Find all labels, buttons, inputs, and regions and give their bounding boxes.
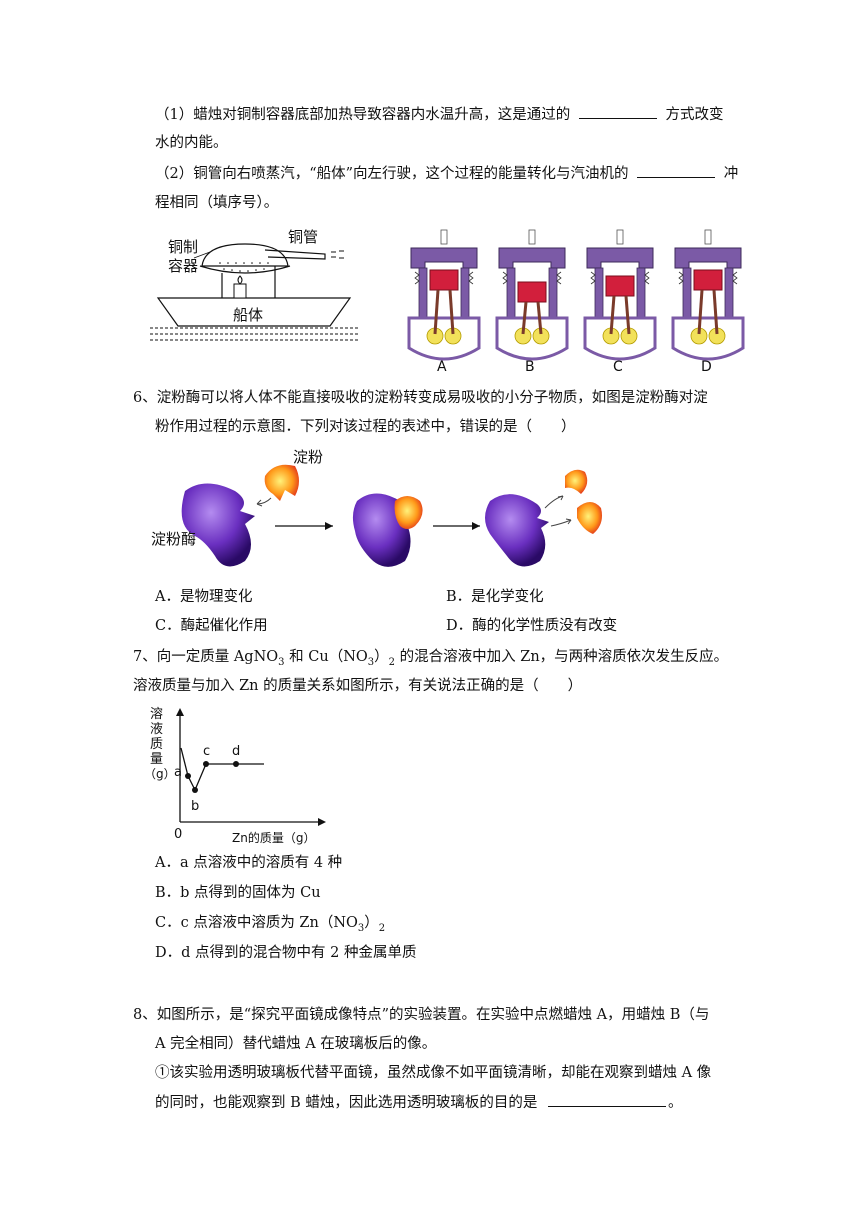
- q7-text-4: 的混合溶液中加入 Zn，与两种溶质依次发生反应。: [395, 649, 729, 665]
- q7-xlabel: Zn的质量（g）: [232, 830, 315, 845]
- engine-c-label: C: [613, 359, 623, 373]
- q7-text-3: ）: [374, 649, 389, 665]
- q7-optc-text-2: ）: [364, 915, 379, 931]
- label-container-1: 铜制: [168, 238, 198, 256]
- engine-d: D: [671, 228, 745, 373]
- q7-curve: [180, 747, 264, 792]
- q8-stem-line2: A 完全相同）替代蜡烛 A 在玻璃板后的像。: [155, 1036, 437, 1052]
- q7-optc-text-1: C．c 点溶液中溶质为 Zn（NO: [155, 915, 358, 931]
- q7-label-d: d: [232, 744, 240, 759]
- q7-origin: 0: [174, 827, 182, 842]
- label-container-2: 容器: [168, 257, 198, 275]
- q7-sub-2: 3: [367, 656, 375, 668]
- q7-text-1: 7、向一定质量 AgNO: [133, 649, 279, 665]
- enzyme-figure: 淀粉 淀粉酶: [151, 448, 602, 567]
- q7-optc-sub-2: 2: [378, 922, 386, 934]
- starch-shape-1: [264, 464, 299, 501]
- product-shape-1: [565, 469, 588, 494]
- q5-blank-1[interactable]: [578, 104, 657, 119]
- q5-part1-text: （1）蜡烛对铜制容器底部加热导致容器内水温升高，这是通过的: [155, 107, 571, 123]
- engine-b: B: [495, 228, 569, 373]
- q8-sub1-period: 。: [667, 1095, 683, 1111]
- q7-label-a: a: [174, 765, 182, 780]
- steam-boat-figure: 铜制 容器 铜管 船体: [150, 228, 360, 341]
- engine-d-label: D: [701, 359, 712, 373]
- candle-shape: [233, 283, 247, 299]
- q5-part1-suffix: 方式改变: [665, 107, 724, 123]
- engine-a: A: [407, 228, 481, 373]
- q7-sub-3: 2: [388, 656, 396, 668]
- q7-option-d[interactable]: D．d 点得到的混合物中有 2 种金属单质: [155, 945, 417, 961]
- q6-stem-line1: 6、淀粉酶可以将人体不能直接吸收的淀粉转变成易吸收的小分子物质，如图是淀粉酶对淀: [133, 390, 708, 406]
- q5-part2-suffix: 冲: [723, 166, 739, 182]
- label-hull: 船体: [233, 306, 263, 324]
- q6-option-d[interactable]: D．酶的化学性质没有改变: [446, 618, 618, 634]
- q7-option-b[interactable]: B．b 点得到的固体为 Cu: [155, 885, 321, 901]
- q7-sub-1: 3: [278, 656, 285, 668]
- q5-part2-text: （2）铜管向右喷蒸汽，“船体”向左行驶，这个过程的能量转化与汽油机的: [155, 166, 629, 182]
- q5-blank-2[interactable]: [637, 163, 716, 178]
- q7-graph: a b c d 溶 液 质 量 （g） 0 Zn的质量（g）: [144, 707, 326, 845]
- enzyme-shape-3: [485, 494, 549, 567]
- copper-container: [201, 243, 289, 267]
- q7-ylabel-2: 液: [150, 722, 163, 737]
- q7-point-b: [192, 787, 198, 793]
- q7-text-2: 和 Cu（NO: [284, 649, 368, 665]
- label-pipe: 铜管: [288, 228, 318, 246]
- water-lines: [150, 327, 360, 341]
- engine-a-label: A: [437, 359, 447, 373]
- q7-stem-line1: 7、向一定质量 AgNO3 和 Cu（NO3）2 的混合溶液中加入 Zn，与两种…: [133, 647, 728, 673]
- q5-part2-line2: 程相同（填序号）。: [155, 195, 279, 211]
- q7-option-c[interactable]: C．c 点溶液中溶质为 Zn（NO3）2: [155, 913, 385, 939]
- steam-marks: [331, 250, 344, 259]
- q7-ylabel-4: 量: [150, 752, 163, 767]
- q7-point-c: [203, 761, 209, 767]
- q7-label-c: c: [203, 744, 210, 759]
- q5-part1-line2: 水的内能。: [155, 135, 228, 151]
- q7-stem-line2: 溶液质量与加入 Zn 的质量关系如图所示，有关说法正确的是（ ）: [133, 678, 583, 694]
- label-starch: 淀粉: [293, 448, 323, 466]
- q7-ylabel-3: 质: [150, 737, 163, 752]
- q7-point-a: [185, 773, 191, 779]
- engine-b-label: B: [525, 359, 535, 373]
- label-enzyme: 淀粉酶: [151, 530, 196, 548]
- q6-option-a[interactable]: A．是物理变化: [155, 589, 253, 605]
- starch-shape-2: [394, 496, 423, 529]
- product-shape-2: [577, 502, 602, 534]
- engine-d-piston: [693, 269, 723, 291]
- copper-pipe: [264, 249, 326, 260]
- engine-b-piston: [517, 281, 547, 303]
- q8-sub1-text: 的同时，也能观察到 B 蜡烛，因此选用透明玻璃板的目的是: [155, 1095, 538, 1111]
- q7-yunit: （g）: [144, 767, 176, 781]
- q8-sub1-line2: 的同时，也能观察到 B 蜡烛，因此选用透明玻璃板的目的是 。: [155, 1092, 682, 1113]
- q8-blank-1[interactable]: [547, 1092, 666, 1107]
- boat-hull: [156, 297, 352, 327]
- q5-part2-line1: （2）铜管向右喷蒸汽，“船体”向左行驶，这个过程的能量转化与汽油机的 冲: [155, 163, 738, 184]
- q5-part1-line1: （1）蜡烛对铜制容器底部加热导致容器内水温升高，这是通过的 方式改变: [155, 104, 723, 125]
- engine-c-piston: [605, 275, 635, 297]
- q7-ylabel-1: 溶: [150, 707, 163, 722]
- q6-option-b[interactable]: B．是化学变化: [446, 589, 544, 605]
- enzyme-shape-1: [181, 483, 255, 567]
- q6-stem-line2: 粉作用过程的示意图．下列对该过程的表述中，错误的是（ ）: [155, 419, 576, 435]
- q8-stem-line1: 8、如图所示，是“探究平面镜成像特点”的实验装置。在实验中点燃蜡烛 A，用蜡烛 …: [133, 1007, 710, 1023]
- engine-a-piston: [429, 269, 459, 291]
- q7-point-d: [233, 761, 239, 767]
- q8-sub1-line1: ①该实验用透明玻璃板代替平面镜，虽然成像不如平面镜清晰，却能在观察到蜡烛 A 像: [155, 1065, 712, 1081]
- q7-label-b: b: [191, 799, 199, 814]
- engine-c: C: [583, 228, 657, 373]
- q6-option-c[interactable]: C．酶起催化作用: [155, 618, 268, 634]
- q7-optc-sub-1: 3: [357, 922, 365, 934]
- q7-option-a[interactable]: A．a 点溶液中的溶质有 4 种: [155, 855, 343, 871]
- engine-strokes-figure: A B C D: [407, 228, 745, 373]
